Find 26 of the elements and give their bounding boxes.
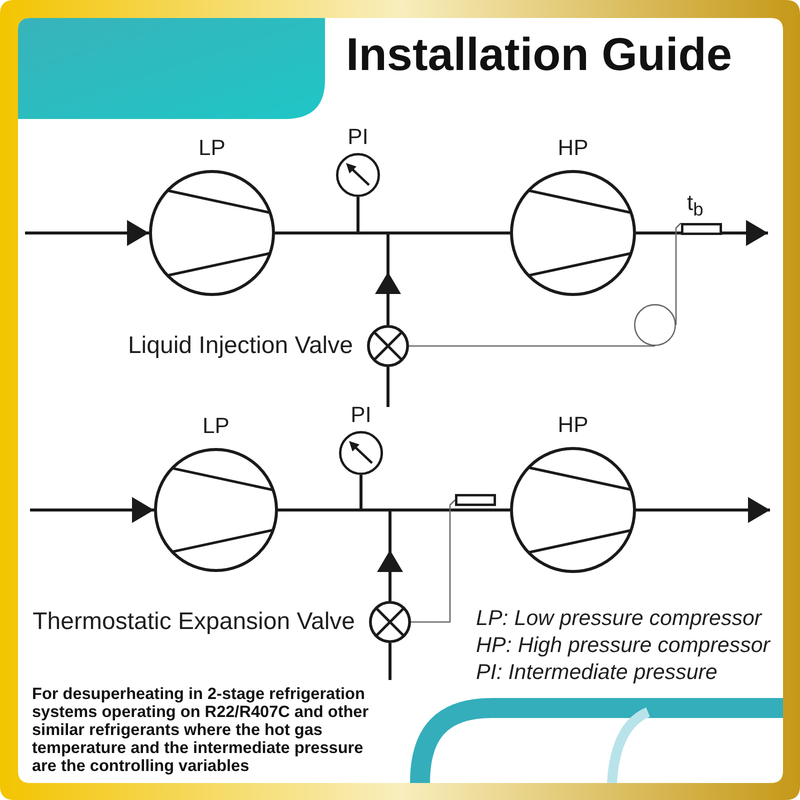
gauge-label: PI	[350, 403, 372, 427]
abbreviation-note: HP: High pressure compressor	[476, 632, 770, 658]
gauge-label: PI	[348, 125, 368, 149]
flow-arrow	[25, 220, 149, 246]
flow-arrow	[375, 232, 510, 325]
abbreviation-note: PI: Intermediate pressure	[476, 659, 718, 685]
abbreviation-note: LP: Low pressure compressor	[476, 605, 762, 631]
title: Installation Guide	[346, 28, 732, 80]
flow-arrow	[636, 497, 770, 523]
valve-label: Liquid Injection Valve	[128, 332, 353, 360]
flow-arrow	[377, 508, 510, 601]
gauge-connection-line	[356, 197, 360, 233]
valve-label: Thermostatic Expansion Valve	[32, 608, 355, 636]
compressor-label: HP	[558, 136, 588, 160]
capillary-tube	[411, 500, 456, 623]
flow-arrow	[30, 497, 154, 523]
capillary-tube	[675, 222, 682, 325]
sensor-label: t$_{b}$	[687, 191, 704, 222]
capillary-tube	[409, 345, 655, 347]
pipe-line	[386, 367, 390, 407]
compressor-label: LP	[202, 414, 230, 438]
pipe-line	[388, 643, 392, 680]
footnote-text: For desuperheating in 2-stage refrigeration systems operating on R22/R407C and other similar refrigerants where the hot gas temperature and the intermediate pressure are the controlling variables	[32, 685, 370, 775]
compressor-label: LP	[198, 136, 226, 160]
gauge-connection-line	[360, 475, 362, 510]
compressor-label: HP	[558, 413, 588, 437]
